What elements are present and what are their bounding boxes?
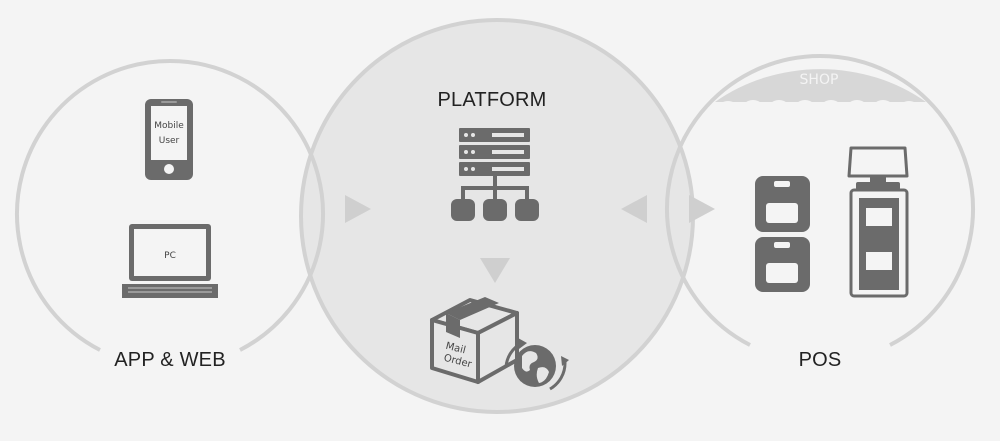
mobile-text-line1: Mobile	[154, 121, 184, 131]
down-arrow-icon	[480, 258, 510, 283]
pos-terminal-icon	[847, 146, 909, 298]
app-web-section: APP & WEB Mobile User PC	[15, 58, 325, 371]
platform-label: PLATFORM	[437, 89, 546, 111]
mobile-phone-icon: Mobile User	[145, 99, 193, 180]
server-network-icon	[451, 128, 539, 221]
mobile-text-line2: User	[159, 136, 180, 146]
mail-order-box-icon: Mail Order	[430, 297, 519, 384]
shop-text: SHOP	[800, 72, 839, 88]
shop-awning-icon: SHOP	[710, 69, 932, 127]
app-web-label: APP & WEB	[114, 349, 225, 371]
pos-circle	[665, 53, 975, 347]
left-arrow-icon	[621, 195, 647, 223]
pos-label: POS	[799, 349, 842, 371]
pc-text: PC	[164, 251, 176, 261]
globe-icon	[504, 338, 569, 391]
card-reader-icon	[755, 176, 810, 292]
right-arrow-icon	[345, 195, 371, 223]
laptop-icon: PC	[122, 224, 218, 298]
pos-section: POS SHOP	[665, 53, 975, 371]
mail-order-text-line1: Mail	[444, 341, 466, 357]
platform-section: PLATFORM	[299, 18, 695, 414]
app-web-circle	[15, 58, 325, 352]
right-arrow-pos-icon	[689, 195, 715, 223]
